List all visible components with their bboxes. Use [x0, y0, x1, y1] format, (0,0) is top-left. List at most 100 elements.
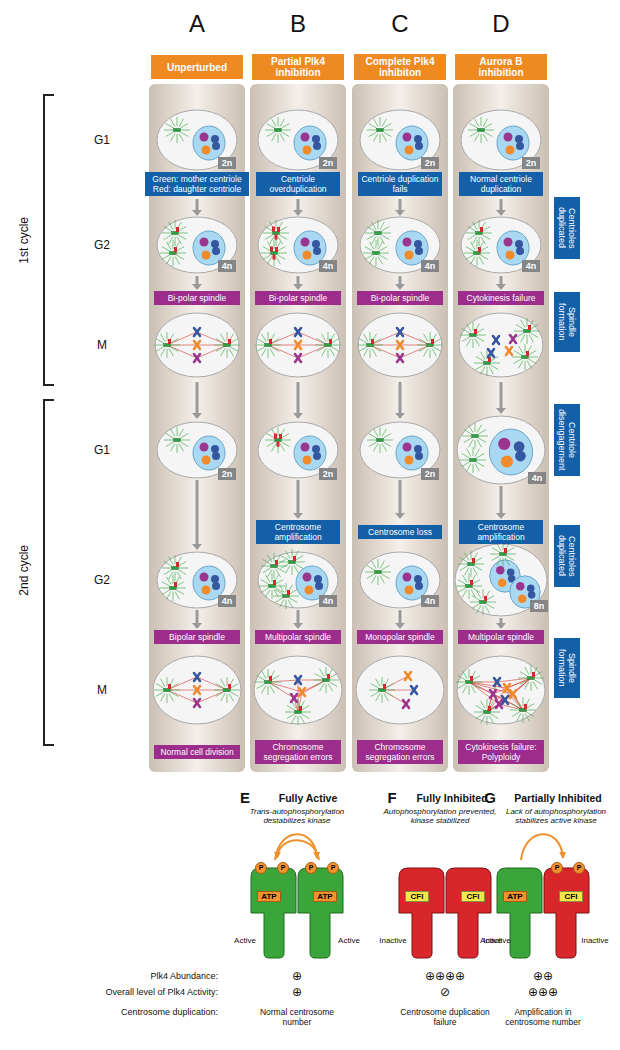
- progress-arrow: [500, 486, 503, 514]
- aster-microtubule: [503, 558, 504, 567]
- daughter-centriole: [168, 684, 171, 689]
- spindle-microtubule: [298, 680, 326, 681]
- chromosome: [312, 135, 320, 143]
- aster-microtubule: [177, 427, 178, 436]
- aster-microtubule: [300, 715, 305, 723]
- aster-microtubule: [175, 256, 180, 264]
- chromosome: [194, 328, 200, 336]
- inhibitor-tag: CFI: [405, 891, 429, 902]
- node-text: 4n: [425, 596, 436, 606]
- aster-microtubule: [507, 554, 516, 555]
- node-text: 2n: [425, 158, 436, 168]
- node-text: 4n: [323, 596, 334, 606]
- node-text: Bi-polar spindle: [168, 293, 227, 303]
- aster-microtubule: [380, 222, 385, 230]
- aster-microtubule: [477, 335, 486, 336]
- nucleus: [489, 429, 532, 475]
- aster-microtubule: [463, 575, 468, 583]
- aster-microtubule: [489, 715, 494, 723]
- aster-microtubule: [164, 440, 173, 441]
- chromosome: [403, 238, 412, 247]
- chromosome: [493, 336, 499, 344]
- progress-arrow: [395, 210, 405, 216]
- aster-microtubule: [517, 699, 522, 707]
- ploidy-badge: 2n: [218, 468, 236, 480]
- aster-microtubule: [479, 220, 480, 229]
- aster-microtubule: [278, 134, 279, 143]
- phosphate-circle: P: [255, 862, 267, 874]
- node-text: Bipolar spindle: [169, 632, 225, 642]
- aster-microtubule: [267, 442, 275, 447]
- aster-microtubule: [481, 701, 486, 709]
- aster-microtubule: [533, 681, 538, 689]
- aster-microtubule: [265, 227, 273, 232]
- progress-arrow: [399, 480, 402, 514]
- aster-microtubule: [477, 591, 482, 599]
- aster-microtubule: [177, 236, 182, 244]
- aster-microtubule: [525, 681, 530, 689]
- aster-microtubule: [230, 684, 238, 689]
- aster-microtubule: [315, 674, 323, 679]
- node-text: P: [281, 864, 286, 872]
- aster-microtubule: [462, 462, 470, 467]
- node-text: 2n: [526, 158, 537, 168]
- daughter-centriole: [470, 580, 473, 585]
- aster-microtubule: [285, 712, 294, 713]
- inactive-monomer: [399, 868, 444, 958]
- state-label: Active: [338, 936, 360, 945]
- inhibitor-tag: CFI: [461, 891, 485, 902]
- aster-microtubule: [301, 714, 309, 719]
- progress-arrow: [399, 610, 402, 624]
- aster-microtubule: [289, 598, 297, 603]
- aster-microtubule: [280, 443, 285, 451]
- cell-outline: [360, 110, 440, 170]
- chromosome: [305, 586, 314, 595]
- aster-microtubule: [167, 694, 168, 703]
- aster-microtubule: [472, 604, 480, 609]
- aster-microtubule: [382, 233, 391, 234]
- aster-microtubule: [275, 598, 283, 603]
- cycle-bracket: [44, 95, 54, 385]
- active-monomer: [251, 868, 296, 958]
- node-text: Bi-polar spindle: [371, 293, 430, 303]
- cycle-bracket: [44, 400, 54, 745]
- node-text: P: [259, 864, 264, 872]
- aster-microtubule: [257, 684, 265, 689]
- aster-microtubule: [176, 255, 184, 260]
- aster-microtubule: [483, 233, 492, 234]
- daughter-centriole: [524, 704, 527, 709]
- chromosome: [405, 146, 414, 155]
- spindle-microtubule: [382, 690, 414, 691]
- chromosome: [299, 688, 305, 696]
- aster-microtubule: [475, 564, 484, 565]
- node-text: P: [331, 864, 336, 872]
- aster-microtubule: [433, 347, 441, 352]
- aster-microtubule: [271, 347, 279, 352]
- mother-centriole: [470, 458, 477, 461]
- aster-microtubule: [458, 564, 467, 565]
- aster-microtubule: [512, 712, 520, 717]
- aster-microtubule: [465, 553, 470, 561]
- aster-microtubule: [322, 348, 327, 356]
- spindle-microtubule: [370, 345, 400, 346]
- aster-microtubule: [161, 334, 166, 342]
- ploidy-badge: 4n: [421, 595, 439, 607]
- cell-outline: [358, 313, 442, 377]
- aster-microtubule: [483, 119, 488, 127]
- aster-microtubule: [385, 684, 393, 689]
- nucleus: [193, 126, 225, 160]
- spindle-microtubule: [197, 677, 227, 690]
- aster-microtubule: [380, 134, 381, 143]
- aster-microtubule: [471, 242, 476, 250]
- aster-microtubule: [272, 590, 273, 599]
- spindle-microtubule: [298, 345, 328, 346]
- aster-microtubule: [328, 349, 329, 358]
- aster-microtubule: [257, 347, 265, 352]
- chromosome: [200, 443, 209, 452]
- aster-microtubule: [380, 236, 385, 244]
- spindle-label: Chromosome segregation errors: [357, 740, 443, 764]
- aster-microtubule: [472, 588, 480, 593]
- daughter-centriole: [228, 684, 231, 689]
- chromosome: [313, 452, 321, 460]
- aster-microtubule: [372, 236, 377, 244]
